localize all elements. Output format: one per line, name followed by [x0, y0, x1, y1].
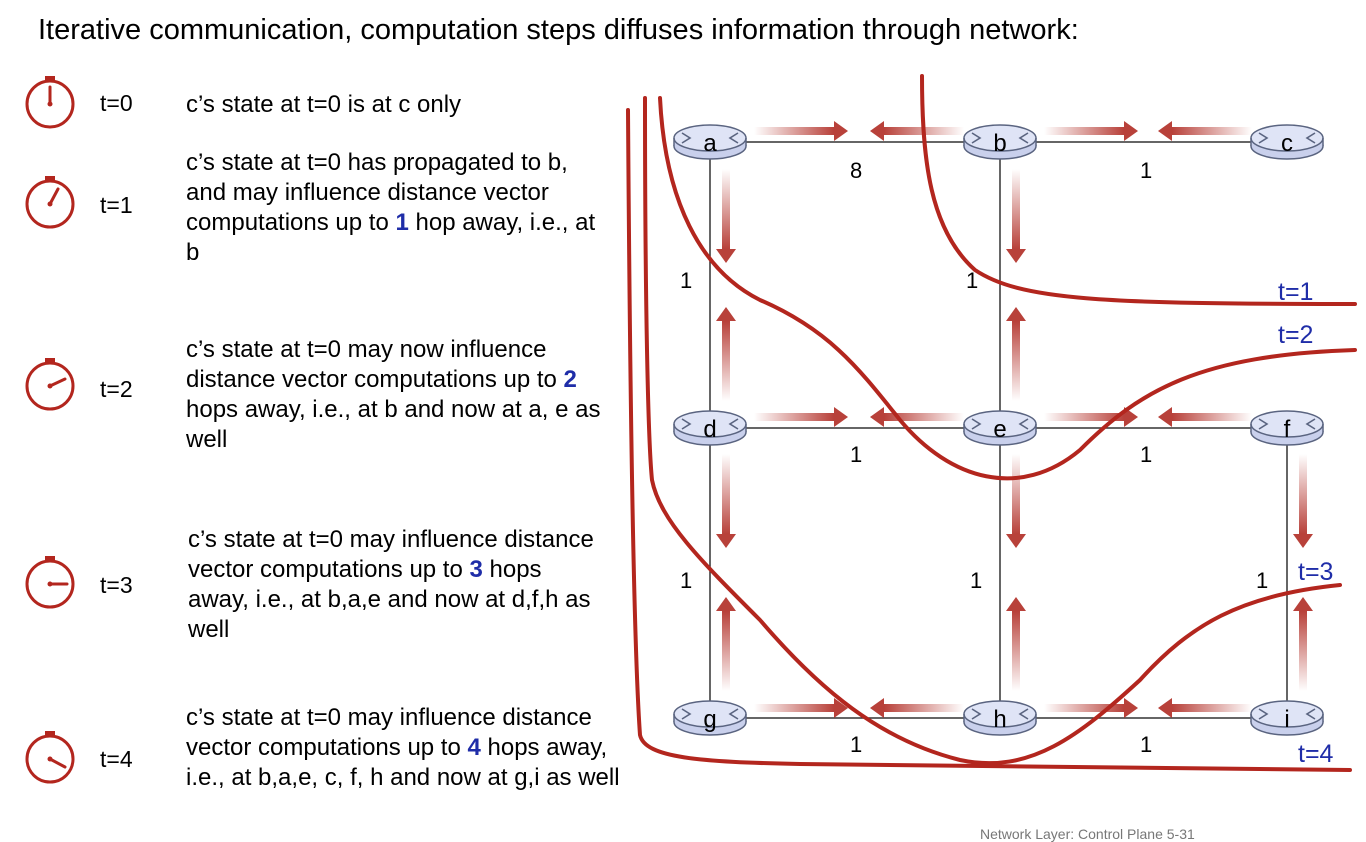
clock-icon	[25, 731, 75, 784]
time-curve-label: t=3	[1298, 558, 1333, 586]
link-weight: 1	[1140, 158, 1152, 183]
time-curve-t2	[658, 96, 1357, 481]
step-description: c’s state at t=0 has propagated to b, an…	[186, 149, 596, 266]
time-label: t=3	[100, 572, 133, 598]
svg-text:b: b	[993, 130, 1006, 157]
svg-text:c: c	[1281, 130, 1293, 157]
link-weight: 8	[850, 158, 862, 183]
time-curve-label: t=1	[1278, 278, 1313, 306]
clock-icon	[25, 556, 75, 609]
router-e: e	[963, 410, 1037, 446]
router-d: d	[673, 410, 747, 446]
router-g: g	[673, 700, 747, 736]
link-weight: 1	[966, 268, 978, 293]
svg-text:a: a	[703, 130, 717, 157]
clock-icon	[25, 358, 75, 411]
svg-text:f: f	[1284, 416, 1291, 443]
link-weight: 1	[680, 268, 692, 293]
time-label: t=4	[100, 746, 133, 772]
router-c: c	[1250, 124, 1324, 160]
time-label: t=0	[100, 90, 133, 116]
time-label: t=2	[100, 376, 133, 402]
time-curve-t3	[643, 96, 1342, 766]
router-f: f	[1250, 410, 1324, 446]
svg-text:i: i	[1284, 706, 1289, 733]
link-weight: 1	[680, 568, 692, 593]
link-weight: 1	[850, 732, 862, 757]
link-weight: 1	[850, 442, 862, 467]
time-curve-t4	[626, 108, 1352, 772]
svg-text:h: h	[993, 706, 1006, 733]
time-label: t=1	[100, 192, 133, 218]
step-description: c’s state at t=0 is at c only	[186, 91, 462, 118]
time-curve-label: t=2	[1278, 321, 1313, 349]
time-curve-t1	[920, 74, 1357, 306]
link-weight: 1	[970, 568, 982, 593]
svg-text:e: e	[993, 416, 1006, 443]
svg-text:g: g	[703, 706, 716, 733]
router-b: b	[963, 124, 1037, 160]
step-description: c’s state at t=0 may influence distance …	[186, 704, 620, 791]
page-title: Iterative communication, computation ste…	[38, 14, 1079, 46]
clock-icon	[25, 76, 75, 129]
link-weight: 1	[1140, 732, 1152, 757]
step-description: c’s state at t=0 may influence distance …	[188, 526, 594, 643]
router-a: a	[673, 124, 747, 160]
step-description: c’s state at t=0 may now influence dista…	[186, 336, 601, 453]
time-curve-label: t=4	[1298, 740, 1334, 768]
svg-text:d: d	[703, 416, 716, 443]
link-weight: 1	[1256, 568, 1268, 593]
clock-icon	[25, 176, 75, 229]
router-h: h	[963, 700, 1037, 736]
link-weight: 1	[1140, 442, 1152, 467]
slide-footer: Network Layer: Control Plane 5-31	[980, 826, 1195, 842]
router-i: i	[1250, 700, 1324, 736]
